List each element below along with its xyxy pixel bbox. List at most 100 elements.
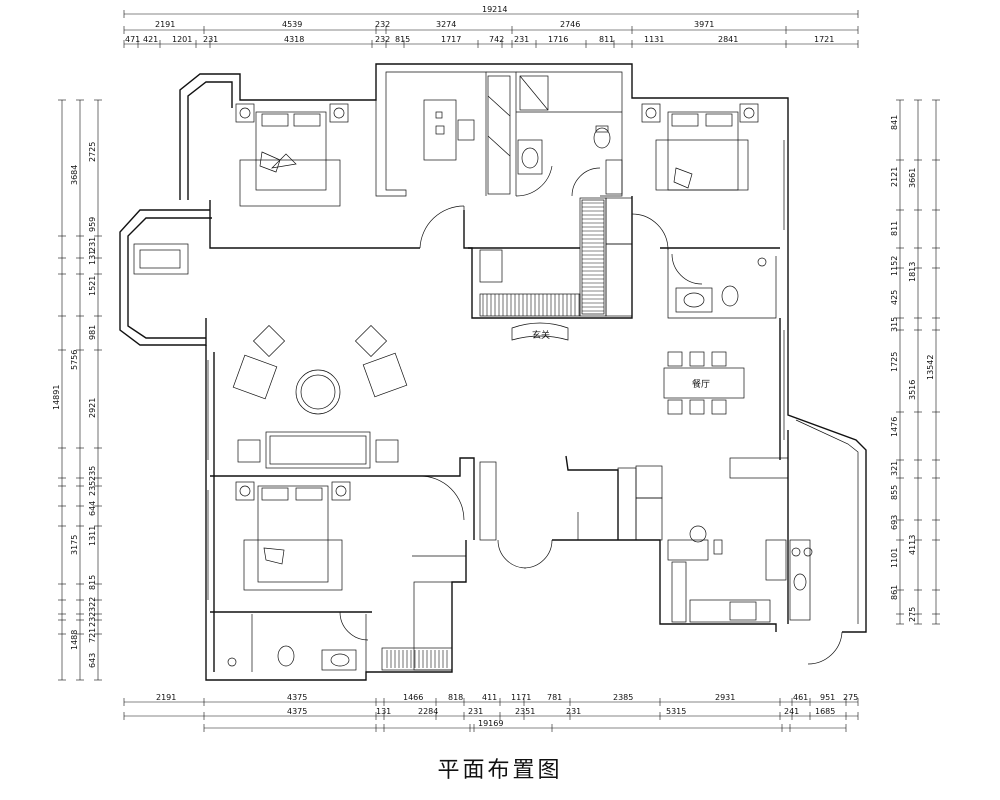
left-dim-2-11: 1311 — [88, 526, 97, 546]
bottom-dim-11: 951 — [820, 693, 835, 702]
windows — [207, 140, 859, 624]
bathroom-top — [517, 75, 623, 195]
bottom-dim-2-6: 231 — [566, 707, 581, 716]
right-dim-4: 4113 — [908, 535, 917, 555]
bottom-dim-2-1: 4375 — [287, 707, 307, 716]
left-dim-2-14: 232 — [88, 612, 97, 627]
bed-lower-left — [235, 481, 351, 591]
living-room-furniture — [232, 324, 408, 469]
bottom-dim-5: 411 — [482, 693, 497, 702]
top-dim-2-12: 811 — [599, 35, 614, 44]
treadmill — [133, 243, 189, 275]
study-desk — [423, 75, 511, 195]
top-dim-2-2: 421 — [143, 35, 158, 44]
left-dim-2: 5756 — [70, 350, 79, 370]
top-dimensions: 19214 2191 4539 232 3274 2746 3971 471 4… — [123, 5, 859, 48]
bottom-dim-7: 781 — [547, 693, 562, 702]
right-dim-2-1: 841 — [890, 115, 899, 130]
top-total-dim: 19214 — [482, 5, 507, 14]
bottom-dim-12: 275 — [843, 693, 858, 702]
right-dim-2-12: 1101 — [890, 548, 899, 568]
top-dim-2-9: 742 — [489, 35, 504, 44]
bottom-total-dim: 19169 — [478, 719, 503, 728]
top-dim-5: 2746 — [560, 20, 580, 29]
left-dim-2-16: 643 — [88, 653, 97, 668]
bottom-dim-2: 4375 — [287, 693, 307, 702]
bottom-dim-2-8: 241 — [784, 707, 799, 716]
bottom-dim-1: 2191 — [156, 693, 176, 702]
closet-shelving — [479, 199, 605, 317]
bottom-dim-2-3: 2284 — [418, 707, 438, 716]
right-dim-2-6: 315 — [890, 317, 899, 332]
right-dim-5: 275 — [908, 607, 917, 622]
right-dimensions: 13542 3661 1813 3516 4113 275 841 2121 8… — [890, 99, 940, 625]
left-dim-2-2: 959 — [88, 217, 97, 232]
right-dim-2-8: 1476 — [890, 417, 899, 437]
master-bed-top-right — [641, 103, 759, 191]
left-total-dim: 14891 — [52, 385, 61, 410]
left-dim-2-15: 721 — [88, 628, 97, 643]
top-dim-2-1: 471 — [125, 35, 140, 44]
left-dim-2-6: 981 — [88, 325, 97, 340]
bottom-dim-10: 461 — [793, 693, 808, 702]
top-dim-6: 3971 — [694, 20, 714, 29]
right-dim-2-9: 321 — [890, 461, 899, 476]
bottom-dim-3: 1466 — [403, 693, 423, 702]
door-swings — [339, 165, 843, 665]
top-dim-2-4: 231 — [203, 35, 218, 44]
right-dim-2-3: 811 — [890, 221, 899, 236]
left-dim-2-7: 2921 — [88, 398, 97, 418]
bottom-dim-2-9: 1685 — [815, 707, 835, 716]
left-dim-1: 3684 — [70, 165, 79, 185]
left-dim-2-9: 235 — [88, 481, 97, 496]
bottom-dim-2-7: 5315 — [666, 707, 686, 716]
left-dim-3: 3175 — [70, 535, 79, 555]
dining-label: 餐厅 — [692, 378, 710, 390]
top-dim-3: 232 — [375, 20, 390, 29]
bottom-dim-2-5: 2351 — [515, 707, 535, 716]
bottom-dim-6: 1171 — [511, 693, 531, 702]
right-dim-2-4: 1152 — [890, 256, 899, 276]
top-dim-2: 4539 — [282, 20, 302, 29]
dining-set: 餐厅 — [663, 351, 745, 415]
left-dim-2-13: 322 — [88, 597, 97, 612]
bottom-dim-2-2: 131 — [376, 707, 391, 716]
foyer-cabinet: 玄关 — [511, 322, 569, 341]
top-dim-2-7: 815 — [395, 35, 410, 44]
left-dim-2-5: 1521 — [88, 276, 97, 296]
top-dim-2-11: 1716 — [548, 35, 568, 44]
foyer-label: 玄关 — [532, 329, 550, 341]
bottom-dim-9: 2931 — [715, 693, 735, 702]
top-dim-2-5: 4318 — [284, 35, 304, 44]
kitchen — [667, 525, 813, 623]
left-dim-2-1: 2725 — [88, 142, 97, 162]
bathroom-right — [675, 257, 767, 313]
left-dim-2-10: 644 — [88, 501, 97, 516]
right-dim-2-5: 425 — [890, 290, 899, 305]
master-bed-top-left — [235, 103, 349, 207]
right-dim-2-13: 861 — [890, 585, 899, 600]
left-dim-2-8: 235 — [88, 466, 97, 481]
interior-walls — [209, 64, 789, 672]
bottom-dimensions: 2191 4375 1466 818 411 1171 781 2385 293… — [123, 693, 859, 732]
drawing-title: 平面布置图 — [437, 758, 563, 783]
left-dimensions: 14891 3684 5756 3175 1488 2725 959 231 1… — [52, 99, 102, 681]
top-dim-2-6: 232 — [375, 35, 390, 44]
right-dim-2: 1813 — [908, 262, 917, 282]
bottom-dim-2-4: 231 — [468, 707, 483, 716]
top-dim-1: 2191 — [155, 20, 175, 29]
exterior-walls — [119, 63, 867, 681]
top-dim-2-3: 1201 — [172, 35, 192, 44]
left-dim-4: 1488 — [70, 630, 79, 650]
top-dim-2-8: 1717 — [441, 35, 461, 44]
right-dim-3: 3516 — [908, 380, 917, 400]
right-dim-2-10: 855 — [890, 485, 899, 500]
top-dim-2-14: 2841 — [718, 35, 738, 44]
bottom-dim-4: 818 — [448, 693, 463, 702]
right-dim-2-11: 693 — [890, 515, 899, 530]
left-dim-2-3: 231 — [88, 237, 97, 252]
left-dim-2-12: 815 — [88, 575, 97, 590]
right-dim-2-7: 1725 — [890, 352, 899, 372]
top-dim-2-15: 1721 — [814, 35, 834, 44]
